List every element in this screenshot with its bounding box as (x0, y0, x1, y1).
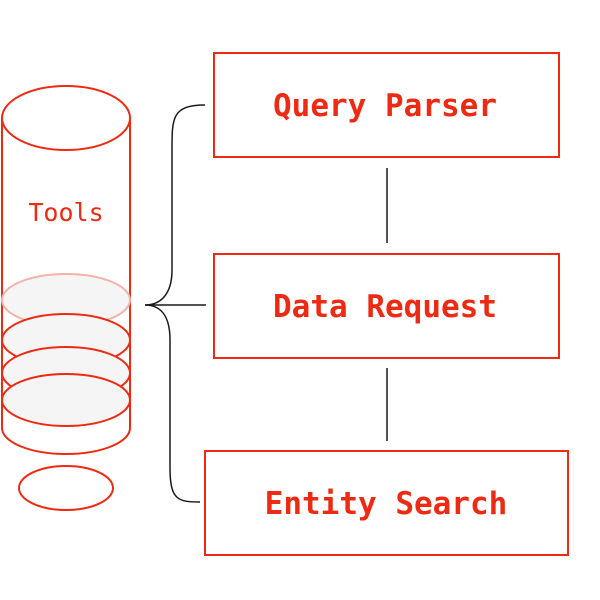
entity-search-box-border (204, 450, 569, 556)
cylinder-top (1, 85, 131, 151)
query-parser-box: Query Parser (213, 52, 560, 158)
cylinder-label: Tools (28, 198, 103, 227)
cylinder-base-foot (18, 465, 114, 511)
query-parser-box-border (213, 52, 560, 158)
entity-search-label: Entity Search (265, 486, 508, 522)
curly-brace-connector (144, 104, 206, 503)
query-parser-label: Query Parser (273, 88, 497, 124)
cylinder-disk-stack (1, 273, 131, 427)
data-request-box-border (213, 253, 560, 359)
data-request-box: Data Request (213, 253, 560, 359)
data-request-label: Data Request (273, 289, 497, 325)
cylinder-disk (1, 373, 131, 427)
tools-cylinder: Tools (0, 85, 131, 511)
entity-search-box: Entity Search (204, 450, 569, 556)
